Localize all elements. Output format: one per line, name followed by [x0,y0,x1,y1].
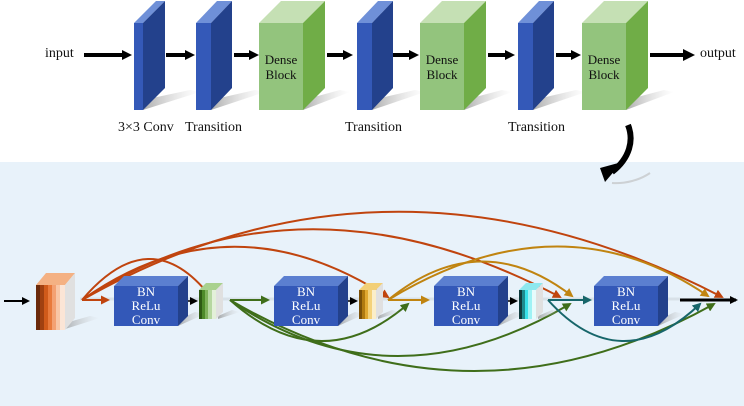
relu-text: ReLu [291,298,321,313]
transition-slab-2 [357,1,425,110]
layer-block-2 [274,276,365,326]
bn-text: BN [136,284,156,299]
dense-label-line2: Block [426,67,458,82]
dense-label-line1: Dense [264,52,298,67]
layer-1-label: BN ReLu Conv [114,285,178,327]
skip-arc [229,299,716,372]
bn-text: BN [616,284,636,299]
dense-block-3-label: Dense Block [582,52,626,82]
dense-label-line2: Block [588,67,620,82]
output-label: output [700,46,736,61]
layer-3-label: BN ReLu Conv [434,285,498,327]
dense-label-line1: Dense [587,52,621,67]
feature-map-green [199,283,240,319]
conv-text: Conv [611,312,641,327]
bn-text: BN [296,284,316,299]
conv-text: Conv [291,312,321,327]
caption-transition-3: Transition [508,120,566,135]
layer-block-3 [434,276,525,326]
skip-arc [81,245,390,301]
top-pipeline [84,1,695,185]
skip-arc [81,228,562,301]
bn-text: BN [456,284,476,299]
layer-block-4 [594,276,685,326]
dense-label-line1: Dense [425,52,459,67]
dense-block-1 [259,1,350,110]
layer-2-label: BN ReLu Conv [274,285,338,327]
relu-text: ReLu [611,298,641,313]
layer-block-1 [114,276,205,326]
skip-arc [387,260,574,301]
skip-arc [81,210,724,301]
skip-arc [547,299,702,342]
conv-3x3-slab [134,1,200,110]
conv-text: Conv [451,312,481,327]
caption-3x3-conv: 3×3 Conv [118,120,174,135]
transition-slab-3 [518,1,586,110]
transition-slab-1 [196,1,265,110]
input-label: input [45,46,74,61]
layer-4-label: BN ReLu Conv [594,285,658,327]
skip-connections-orange [81,210,724,305]
dense-block-2 [420,1,512,110]
relu-text: ReLu [131,298,161,313]
caption-transition-1: Transition [185,120,243,135]
dense-block-2-label: Dense Block [420,52,464,82]
conv-text: Conv [131,312,161,327]
dense-block-3 [582,1,674,110]
zoom-in-arrow-icon [600,123,651,185]
caption-transition-2: Transition [345,120,403,135]
skip-arc [81,258,212,301]
skip-arc [229,299,572,357]
skip-connections-gold [387,245,710,305]
dense-label-line2: Block [265,67,297,82]
skip-connections-green [229,295,716,372]
feature-map-teal [519,283,560,319]
skip-connections-teal [547,295,702,342]
skip-arc [229,299,410,342]
relu-text: ReLu [451,298,481,313]
skip-arc [387,245,710,301]
dense-block-1-label: Dense Block [259,52,303,82]
feature-map-input [36,273,100,330]
dense-block-detail [4,210,738,372]
feature-map-gold [359,283,400,319]
